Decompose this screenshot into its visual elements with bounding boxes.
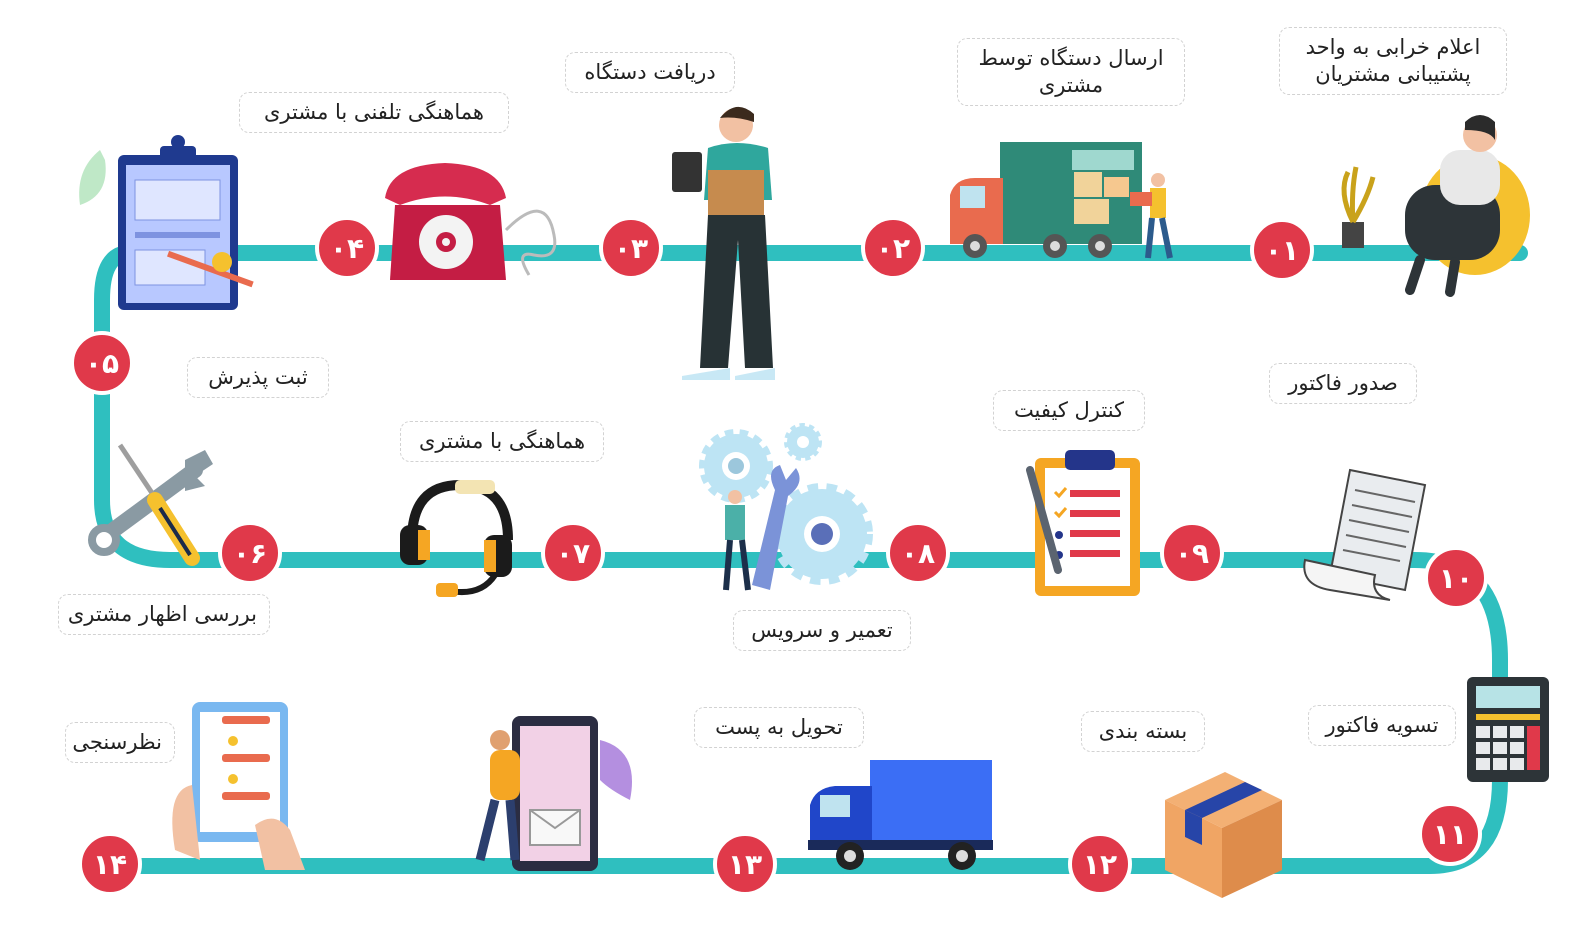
step-badge-circle <box>1160 521 1224 585</box>
step-badges: ۰۱ ۰۲ ۰۳ ۰۴ ۰۵ ۰۶ ۰۷ ۰۸ ۰۹ ۱۰ ۱۱ ۱۲ ۱۳ ۱۴ <box>70 216 1488 896</box>
step-badge-1: ۰۱ <box>1250 218 1314 282</box>
step-badge-number: ۰۵ <box>85 347 119 380</box>
step-badge-circle <box>886 521 950 585</box>
clipboard-form-icon <box>79 135 254 310</box>
step-badge-circle <box>1250 218 1314 282</box>
step-badge-number: ۰۷ <box>556 537 590 570</box>
step-badge-circle <box>713 832 777 896</box>
step-badge-7: ۰۷ <box>541 521 605 585</box>
man-receiving-box-icon <box>672 106 775 380</box>
step-badge-number: ۰۹ <box>1175 537 1209 570</box>
step-badge-number: ۱۴ <box>93 848 127 881</box>
step-badge-circle <box>1418 802 1482 866</box>
step-badge-number: ۰۸ <box>901 537 935 570</box>
step-badge-8: ۰۸ <box>886 521 950 585</box>
step-badge-11: ۱۱ <box>1418 802 1482 866</box>
calculator-icon <box>1467 677 1549 782</box>
step-badge-circle <box>315 216 379 280</box>
step-badge-number: ۱۰ <box>1439 562 1473 595</box>
step-badge-13: ۱۳ <box>713 832 777 896</box>
checklist-icon <box>1026 450 1140 596</box>
step-badge-circle <box>78 832 142 896</box>
step-badge-3: ۰۳ <box>599 216 663 280</box>
invoice-receipt-icon <box>1303 468 1427 601</box>
step-label-13: تحویل به پست <box>694 707 864 748</box>
step-label-04: هماهنگی تلفنی با مشتری <box>239 92 509 133</box>
headset-icon <box>400 479 513 597</box>
step-badge-12: ۱۲ <box>1068 832 1132 896</box>
step-badge-circle <box>70 331 134 395</box>
moving-truck-icon <box>950 142 1173 259</box>
step-badge-2: ۰۲ <box>861 216 925 280</box>
step-badge-circle <box>599 216 663 280</box>
step-badge-circle <box>861 216 925 280</box>
step-badge-9: ۰۹ <box>1160 521 1224 585</box>
step-badge-6: ۰۶ <box>218 521 282 585</box>
step-badge-5: ۰۵ <box>70 331 134 395</box>
gears-icon <box>699 423 873 591</box>
step-badge-number: ۰۶ <box>233 537 267 570</box>
delivery-truck-icon <box>808 760 993 870</box>
step-badge-10: ۱۰ <box>1424 546 1488 610</box>
step-badge-number: ۰۴ <box>330 232 364 265</box>
step-label-09: کنترل کیفیت <box>993 390 1145 431</box>
step-badge-number: ۱۳ <box>728 848 762 881</box>
step-label-10: صدور فاکتور <box>1269 363 1417 404</box>
step-badge-number: ۱۱ <box>1433 818 1467 851</box>
step-label-05: ثبت پذیرش <box>187 357 329 398</box>
step-badge-number: ۰۳ <box>614 232 648 265</box>
step-badge-number: ۱۲ <box>1083 848 1117 881</box>
step-badge-circle <box>218 521 282 585</box>
phone-person-icon <box>475 716 632 871</box>
step-label-03: دریافت دستگاه <box>565 52 735 93</box>
step-label-12: بسته بندی <box>1081 711 1205 752</box>
step-label-08: تعمیر و سرویس <box>733 610 911 651</box>
step-label-06: بررسی اظهار مشتری <box>58 594 270 635</box>
cardboard-box-icon <box>1165 772 1282 898</box>
step-label-14: نظرسنجی <box>65 722 175 763</box>
step-badge-number: ۰۱ <box>1265 234 1299 267</box>
survey-tablet-icon <box>172 702 305 870</box>
process-path <box>94 245 1528 874</box>
sitting-woman-phone-icon <box>1341 115 1530 297</box>
step-badge-circle <box>1068 832 1132 896</box>
rotary-phone-icon <box>385 163 557 280</box>
step-badge-4: ۰۴ <box>315 216 379 280</box>
step-label-07: هماهنگی با مشتری <box>400 421 604 462</box>
step-badge-14: ۱۴ <box>78 832 142 896</box>
step-badge-number: ۰۲ <box>876 232 910 265</box>
step-badge-circle <box>1424 546 1488 610</box>
step-badge-circle <box>541 521 605 585</box>
wrench-screwdriver-icon <box>88 443 213 566</box>
step-label-11: تسویه فاکتور <box>1308 705 1456 746</box>
